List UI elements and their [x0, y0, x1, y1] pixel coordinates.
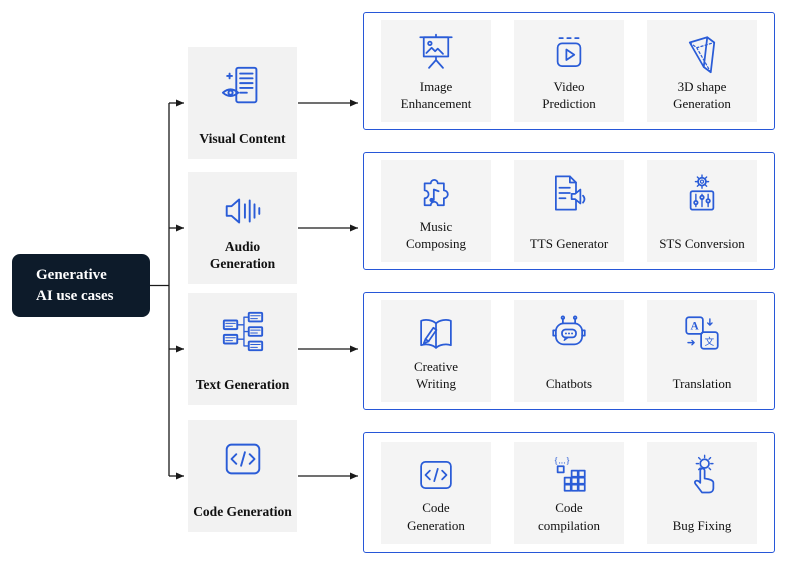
use-case-label: Chatbots	[545, 376, 593, 392]
use-case-label: Bug Fixing	[672, 517, 732, 533]
hand-bug-icon	[681, 442, 723, 496]
svg-text:A: A	[690, 321, 699, 333]
robot-chat-icon	[548, 300, 590, 354]
book-pen-icon	[415, 300, 457, 354]
group-box-text-generation: Creative Writing Chatbots A	[363, 292, 775, 410]
use-case-label: STS Conversion	[659, 236, 745, 252]
use-case-label: TTS Generator	[529, 236, 609, 252]
group-box-code-generation: Code Generation {...} Code compilation	[363, 432, 775, 553]
category-card-text-generation: Text Generation	[188, 293, 297, 405]
prism-icon	[681, 20, 723, 74]
use-case-tile: Code Generation	[381, 441, 491, 544]
video-play-icon	[548, 20, 590, 74]
use-case-label: 3D shape Generation	[673, 78, 731, 112]
use-case-tile: Video Prediction	[514, 20, 624, 122]
category-label: Text Generation	[195, 377, 290, 393]
use-case-label: Translation	[672, 376, 732, 392]
gear-sliders-icon	[681, 160, 723, 214]
root-label-line2: AI use cases	[36, 287, 114, 304]
use-case-label: Image Enhancement	[400, 78, 472, 112]
code-brackets-icon	[415, 442, 457, 496]
puzzle-note-icon	[415, 160, 457, 214]
use-case-tile: Image Enhancement	[381, 20, 491, 122]
svg-text:文: 文	[705, 336, 715, 348]
use-case-tile: A 文 Translation	[647, 300, 757, 402]
use-case-label: Code compilation	[537, 500, 601, 533]
use-case-tile: STS Conversion	[647, 160, 757, 262]
speaker-waves-icon	[220, 172, 266, 234]
group-box-audio-generation: Music Composing TTS Generator	[363, 152, 775, 270]
document-speaker-icon	[548, 160, 590, 214]
text-blocks-icon	[220, 293, 266, 355]
code-brackets-icon	[220, 420, 266, 482]
use-case-tile: Music Composing	[381, 160, 491, 262]
root-node-generative-ai: Generative AI use cases	[12, 254, 150, 317]
category-card-audio-generation: Audio Generation	[188, 172, 297, 284]
use-case-tile: Creative Writing	[381, 300, 491, 402]
use-case-tile: 3D shape Generation	[647, 20, 757, 122]
category-label: Code Generation	[193, 504, 292, 520]
use-case-tile: Chatbots	[514, 300, 624, 402]
use-case-tile: {...} Code compilation	[514, 441, 624, 544]
group-box-visual-content: Image Enhancement Video Prediction 3D sh…	[363, 12, 775, 130]
translate-icon: A 文	[681, 300, 723, 354]
use-case-label: Creative Writing	[413, 358, 459, 392]
svg-text:{...}: {...}	[554, 455, 570, 466]
category-card-visual-content: Visual Content	[188, 47, 297, 159]
braces-grid-icon: {...}	[548, 442, 590, 496]
presentation-image-icon	[415, 20, 457, 74]
use-case-tile: Bug Fixing	[647, 441, 757, 544]
category-label: Audio Generation	[209, 238, 276, 272]
document-eye-icon	[220, 47, 266, 109]
root-label-line1: Generative	[36, 266, 107, 283]
category-card-code-generation: Code Generation	[188, 420, 297, 532]
use-case-label: Music Composing	[406, 218, 466, 252]
use-case-tile: TTS Generator	[514, 160, 624, 262]
category-label: Visual Content	[199, 131, 286, 147]
use-case-label: Video Prediction	[542, 78, 596, 112]
use-case-label: Code Generation	[407, 500, 465, 533]
